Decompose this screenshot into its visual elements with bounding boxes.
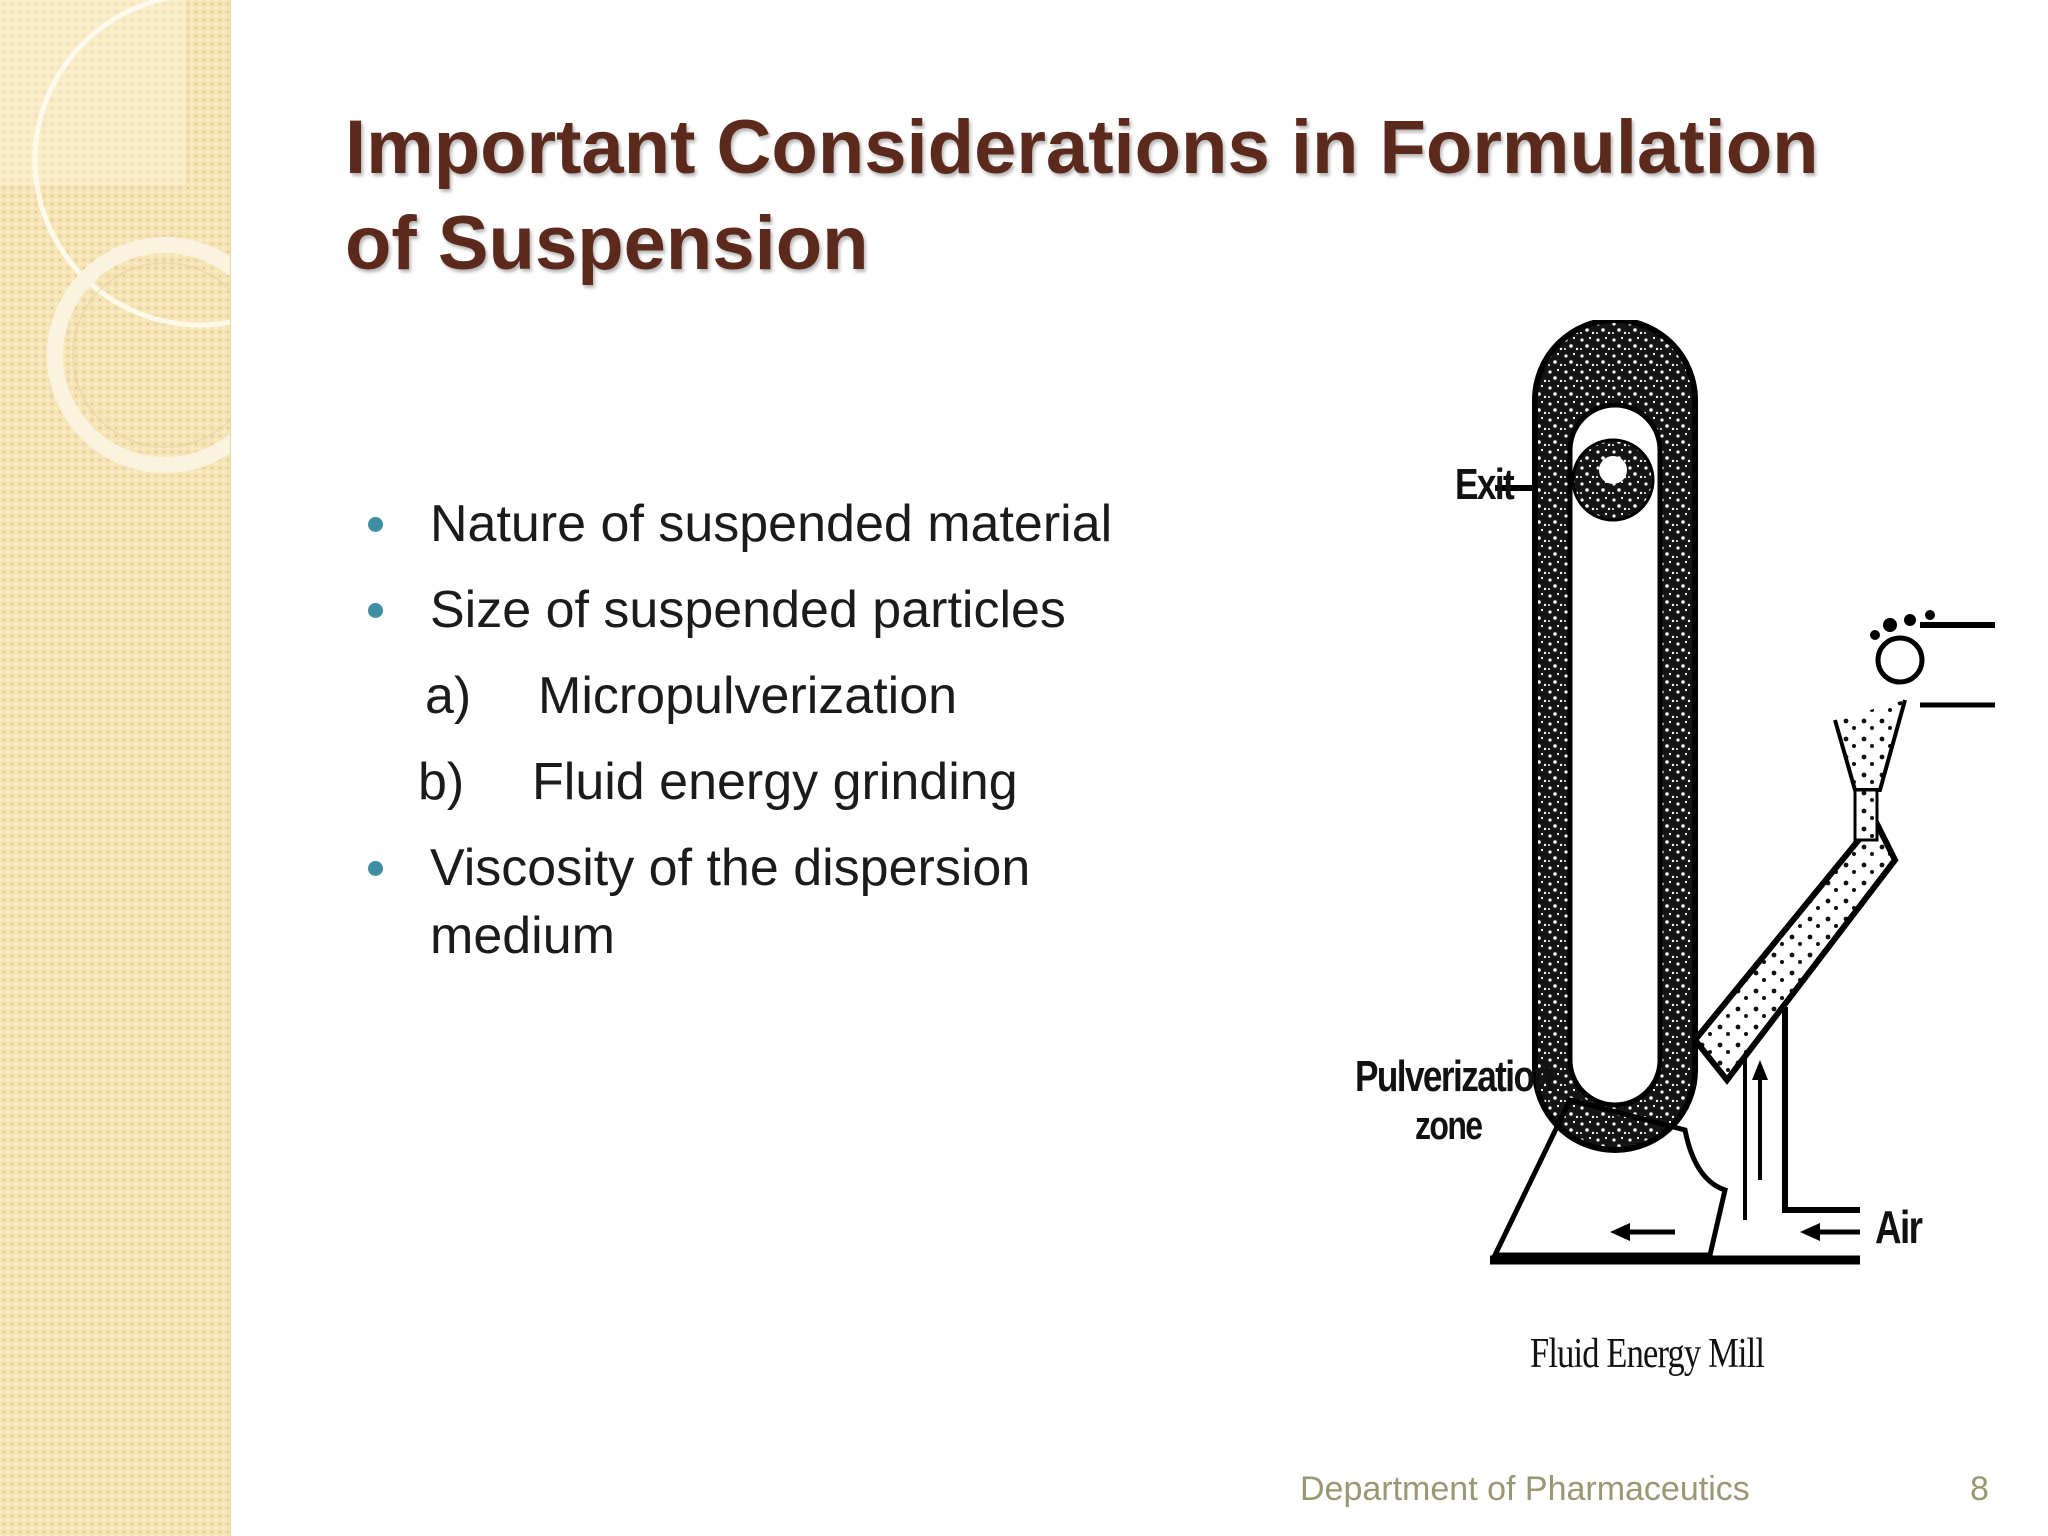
bullet-text: Nature of suspended material (430, 495, 1113, 553)
exit-label: Exit (1455, 460, 1515, 509)
bullet-dot-icon (368, 603, 383, 618)
bullet-text: Size of suspended particles (430, 581, 1066, 639)
bullet-dot-icon (368, 517, 383, 532)
bullet-text-line-1: Viscosity of the dispersion (430, 839, 1031, 897)
sub-item-letter: a) (425, 667, 472, 725)
sub-item: a) Micropulverization (360, 662, 1260, 730)
bullet-dot-icon (368, 861, 383, 876)
zone-label: zone (1415, 1104, 1483, 1148)
bullet-item: Viscosity of the dispersion medium (360, 834, 1260, 970)
slide-title-line-1: Important Considerations in Formulation (345, 105, 1819, 190)
slide-title: Important Considerations in Formulation … (345, 100, 1985, 292)
fluid-energy-mill-diagram (1490, 320, 1995, 1265)
page-number: 8 (1970, 1470, 1989, 1508)
sub-item: b) Fluid energy grinding (360, 748, 1260, 816)
bullet-item: Size of suspended particles (360, 576, 1260, 644)
air-label: Air (1875, 1201, 1923, 1253)
bullet-list: Nature of suspended material Size of sus… (360, 490, 1260, 970)
sub-item-text: Fluid energy grinding (532, 753, 1018, 811)
footer-department: Department of Pharmaceutics (1300, 1470, 1750, 1508)
slide-title-line-2: of Suspension (345, 201, 869, 286)
decorative-side-band (0, 0, 231, 1536)
decorative-rings (0, 0, 230, 473)
bullet-text-line-2: medium (430, 907, 615, 965)
fluid-energy-mill-figure: Exit Pulverization zone Air (1355, 320, 1995, 1390)
figure-caption: Fluid Energy Mill (1530, 1331, 1765, 1377)
sub-item-letter: b) (418, 753, 465, 811)
pulverization-label: Pulverization (1355, 1052, 1555, 1101)
sub-item-text: Micropulverization (538, 667, 958, 725)
bullet-item: Nature of suspended material (360, 490, 1260, 558)
